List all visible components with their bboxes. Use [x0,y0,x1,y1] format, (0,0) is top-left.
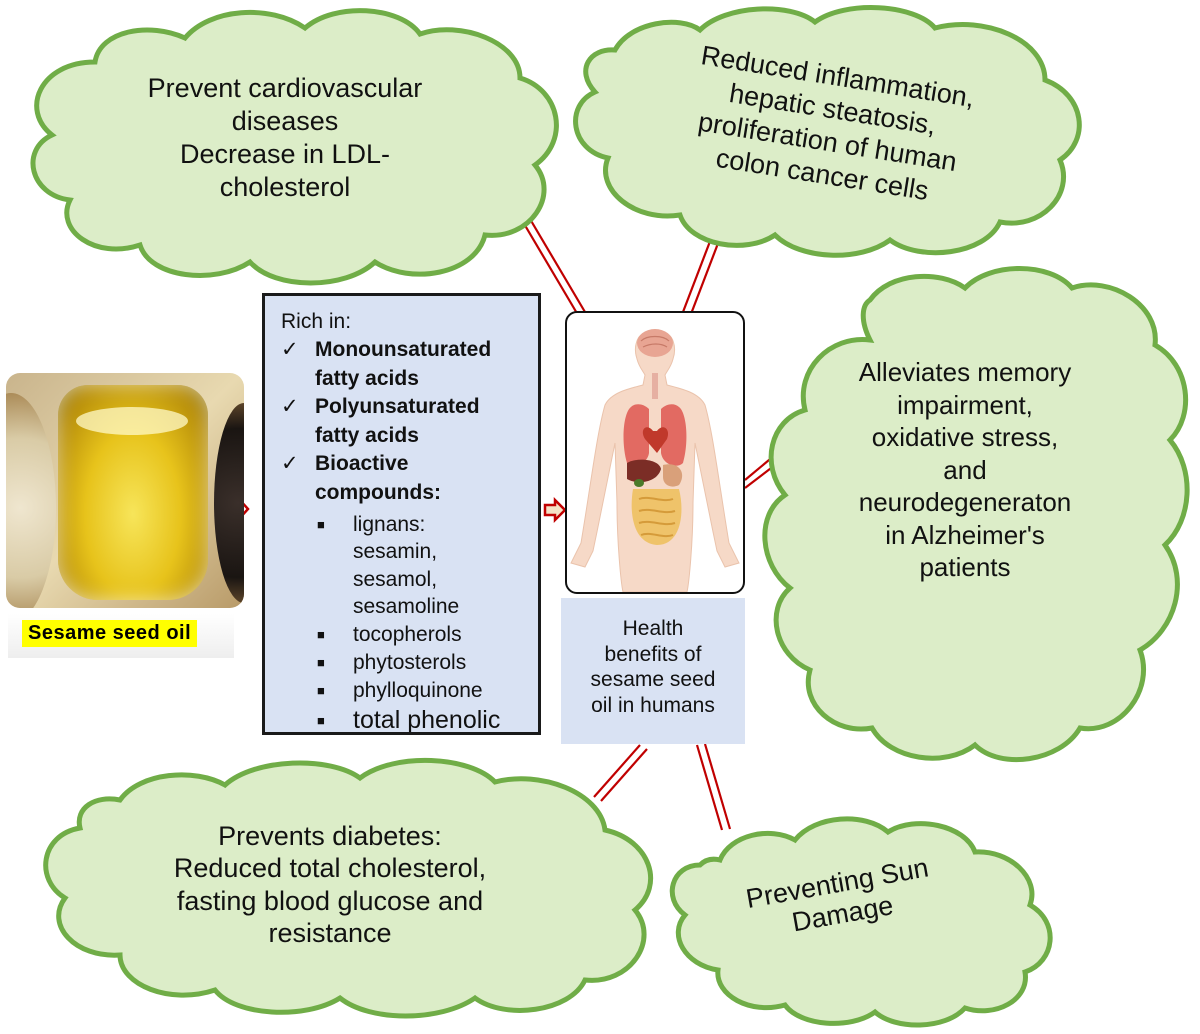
item-line: fatty acids [315,366,419,390]
composition-box: Rich in: ✓ Monounsaturated fatty acids ✓ Po… [262,293,541,735]
cloud-inflammation [573,5,1082,258]
sesame-oil-photo [6,373,244,608]
cloud-sun [669,816,1053,1028]
subitem-line: phytosterols [353,651,467,674]
cloud-line: Alleviates memory [858,357,1072,387]
human-body-icon [570,329,740,592]
black-sesame-spoon [214,403,244,603]
cloud-line: cholesterol [219,171,351,202]
bullet-icon: ■ [317,627,325,642]
center-label-line: oil in humans [591,693,715,717]
bullet-icon: ■ [317,683,325,698]
subitem-tocopherols: ■ tocopherols [317,621,462,648]
subitem-line: lignans: [353,513,426,536]
item-line: Monounsaturated [315,338,492,361]
cloud-text-memory: Alleviates memory impairment, oxidative … [800,356,1130,584]
cloud-line: patients [919,552,1011,582]
cloud-line: fasting blood glucose and [176,885,484,916]
cloud-line: and [943,454,987,485]
check-icon: ✓ [281,452,299,475]
bullet-icon: ■ [317,712,325,728]
cloud-line: Prevent cardiovascular [147,73,423,103]
cloud-cardio [30,8,559,286]
cloud-diabetes [43,757,654,1019]
cloud-line: impairment, [897,389,1033,420]
human-body-illustration [565,311,745,594]
white-sesame-spoon [6,393,56,608]
cloud-text-cardio: Prevent cardiovascular diseases Decrease… [110,72,460,204]
connector-diabetes [593,744,648,802]
oil-glass [58,385,208,600]
item-line: fatty acids [315,423,419,447]
cloud-text-diabetes: Prevents diabetes: Reduced total cholest… [130,820,530,950]
subitem-line: tocopherols [353,623,462,646]
cloud-line: Reduced total cholesterol, [173,853,487,884]
item-polyunsaturated: ✓ Polyunsaturated fatty acids [281,393,480,451]
oil-label-banner: Sesame seed oil [8,614,234,658]
cloud-line: neurodegeneraton [858,487,1072,517]
item-bioactive: ✓ Bioactive compounds: [281,450,441,508]
item-line: Bioactive [315,452,409,475]
subitem-total-phenolic: ■ total phenolic [317,704,501,734]
center-label-line: sesame seed [590,668,716,692]
connector-sun [695,743,732,831]
subitem-line: total phenolic [353,706,501,734]
bullet-icon: ■ [317,655,325,670]
cloud-line: Prevents diabetes: [218,821,442,851]
item-line: Polyunsaturated [315,395,480,418]
check-icon: ✓ [281,395,299,418]
subitem-lignans: ■ lignans: sesamin, sesamol, sesamoline [317,511,459,620]
subitem-line: sesamoline [353,594,460,618]
subitem-line: sesamin, [353,540,438,564]
check-icon: ✓ [281,338,299,361]
center-label-line: benefits of [604,642,702,666]
cloud-line: diseases [231,105,339,136]
subitem-line: sesamol, [353,567,438,591]
subitem-line: phylloquinone [353,679,483,702]
bullet-icon: ■ [317,517,325,532]
subitem-phylloquinone: ■ phylloquinone [317,677,483,704]
item-line: compounds: [315,480,441,504]
cloud-line: Decrease in LDL- [179,138,391,169]
cloud-memory [762,266,1190,763]
arrow-box-to-body [543,496,567,524]
item-monounsaturated: ✓ Monounsaturated fatty acids [281,336,491,394]
cloud-line: in Alzheimer's [885,519,1045,550]
composition-title: Rich in: [281,310,352,333]
cloud-line: resistance [268,918,392,949]
center-label-box: Health benefits of sesame seed oil in hu… [561,598,745,744]
subitem-phytosterols: ■ phytosterols [317,649,466,676]
cloud-line: oxidative stress, [871,422,1059,452]
oil-label: Sesame seed oil [22,620,198,647]
center-label-line: Health [622,617,684,640]
